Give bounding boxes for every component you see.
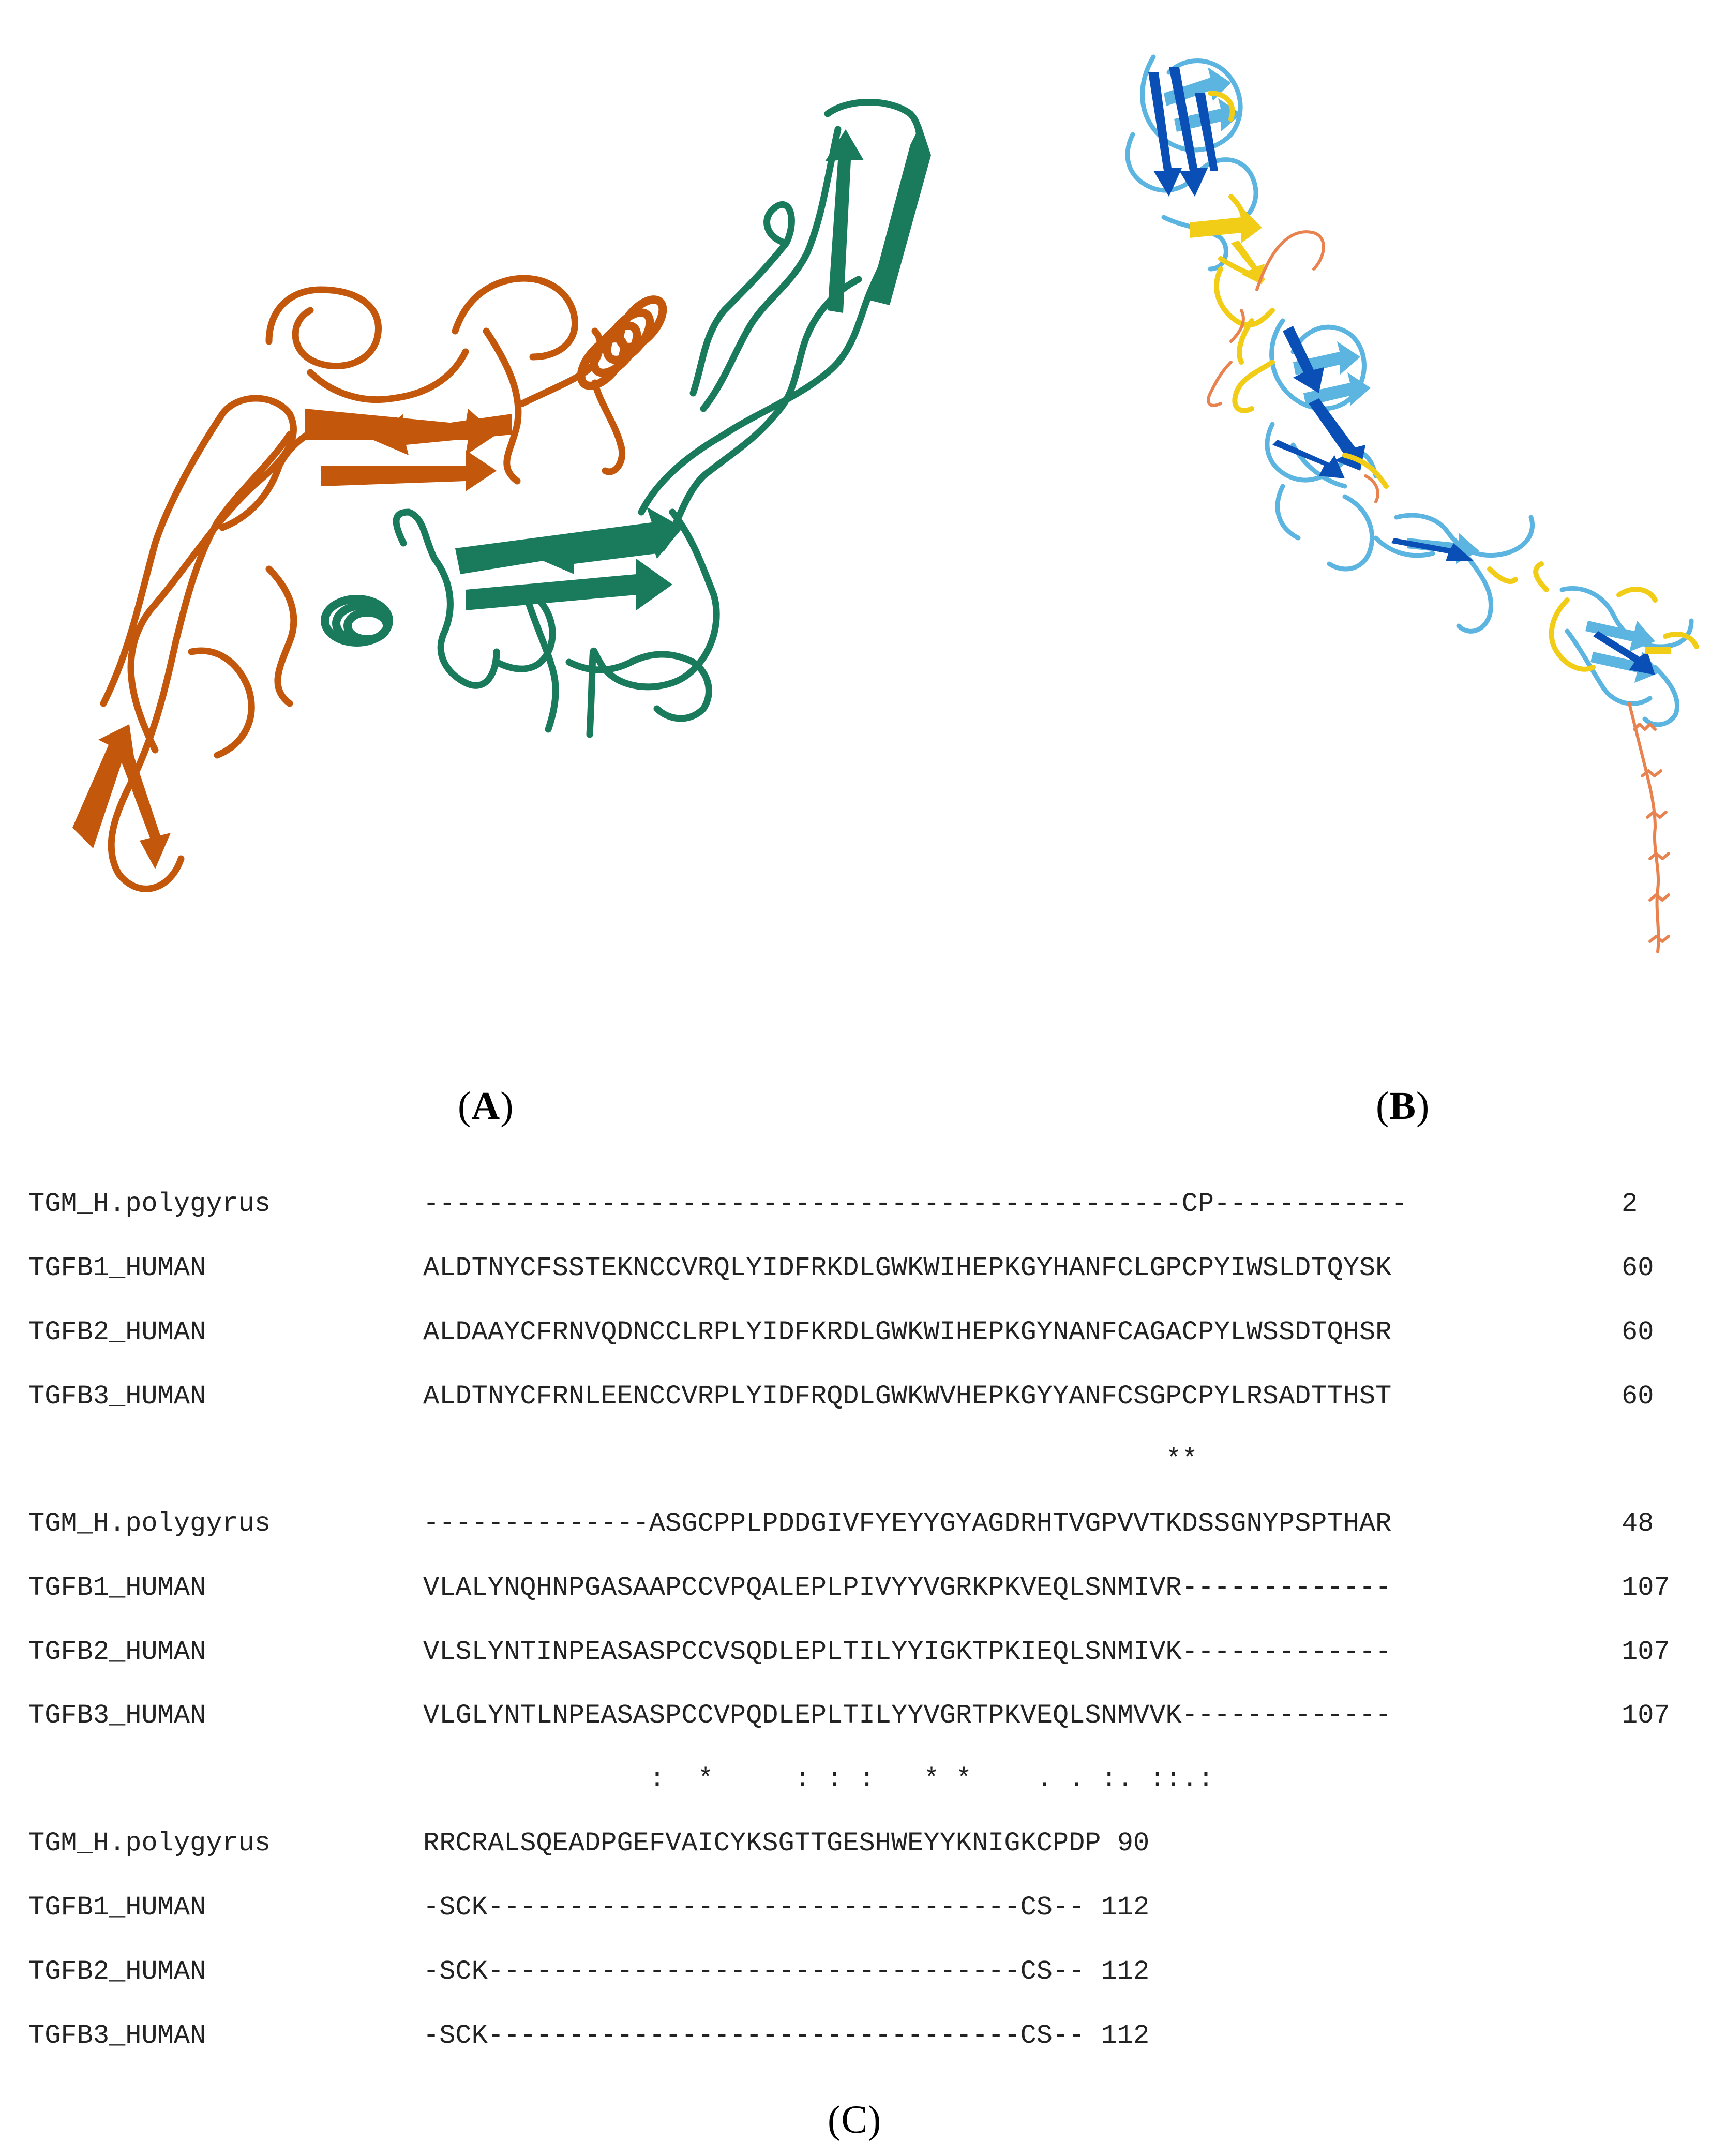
panel-label-a-letter: A xyxy=(471,1084,501,1128)
alignment-row-name: TGM_H.polygyrus xyxy=(28,1508,271,1539)
alignment-row-position: 60 xyxy=(1622,1381,1654,1412)
alignment-row-position: 48 xyxy=(1622,1508,1654,1539)
alignment-row-name: TGFB2_HUMAN xyxy=(28,1956,206,1987)
alignment-row-position: 2 xyxy=(1622,1189,1638,1219)
plddt-very-low-regions xyxy=(1207,230,1670,953)
alignment-row-sequence: ALDTNYCFSSTEKNCCVRQLYIDFRKDLGWKWIHEPKGYH… xyxy=(423,1253,1392,1283)
alignment-row-name: TGFB1_HUMAN xyxy=(28,1253,206,1283)
panel-label-a-open: ( xyxy=(458,1084,472,1128)
alignment-row-name: TGFB1_HUMAN xyxy=(28,1892,206,1923)
panel-label-a: (A) xyxy=(458,1084,514,1129)
alignment-row-sequence: VLSLYNTINPEASASPCCVSQDLEPLTILYYIGKTPKIEQ… xyxy=(423,1637,1392,1667)
alignment-row-sequence: VLALYNQHNPGASAAPCCVPQALEPLPIVYYVGRKPKVEQ… xyxy=(423,1573,1392,1603)
alignment-row-position: 60 xyxy=(1622,1253,1654,1283)
alignment-row-name: TGFB2_HUMAN xyxy=(28,1637,206,1667)
alignment-row-name: TGFB2_HUMAN xyxy=(28,1317,206,1348)
plddt-very-high-strands xyxy=(1148,67,1655,675)
orange-helix xyxy=(577,295,667,390)
panel-label-b-close: ) xyxy=(1416,1084,1430,1128)
chain-green xyxy=(393,99,924,738)
green-strands xyxy=(455,124,931,610)
panel-label-c-letter: C xyxy=(841,2098,868,2142)
panel-label-a-close: ) xyxy=(500,1084,514,1128)
alignment-row-sequence: -SCK---------------------------------CS-… xyxy=(423,1956,1150,1987)
alignment-row-sequence: RRCRALSQEADPGEFVAICYKSGTTGESHWEYYKNIGKCP… xyxy=(423,1828,1150,1859)
alignment-row-name: TGFB3_HUMAN xyxy=(28,1700,206,1731)
chain-orange xyxy=(100,275,626,892)
panel-label-c: (C) xyxy=(828,2098,881,2143)
alignment-row-sequence: VLGLYNTLNPEASASPCCVPQDLEPLTILYYVGRTPKVEQ… xyxy=(423,1700,1392,1731)
alignment-row-position: 60 xyxy=(1622,1317,1654,1348)
alignment-row-position: 107 xyxy=(1622,1637,1670,1667)
panel-label-b: (B) xyxy=(1376,1084,1430,1129)
orange-strands xyxy=(72,409,512,869)
alignment-row-name: TGM_H.polygyrus xyxy=(28,1828,271,1859)
panel-label-b-letter: B xyxy=(1389,1084,1417,1128)
panel-label-c-open: ( xyxy=(828,2098,842,2142)
alignment-row-sequence: --------------ASGCPPLPDDGIVFYEYYGYAGDRHT… xyxy=(423,1508,1392,1539)
alignment-row-position: 107 xyxy=(1622,1700,1670,1731)
alignment-row-sequence: -SCK---------------------------------CS-… xyxy=(423,2020,1150,2051)
alignment-row-sequence: ALDAAYCFRNVQDNCCLRPLYIDFKRDLGWKWIHEPKGYN… xyxy=(423,1317,1392,1348)
panel-label-b-open: ( xyxy=(1376,1084,1390,1128)
alignment-row-sequence: ----------------------------------------… xyxy=(423,1189,1408,1219)
alignment-row-name: TGFB1_HUMAN xyxy=(28,1573,206,1603)
alignment-row-sequence: ALDTNYCFRNLEENCCVRPLYIDFRQDLGWKWVHEPKGYY… xyxy=(423,1381,1392,1412)
alignment-row-sequence: -SCK---------------------------------CS-… xyxy=(423,1892,1150,1923)
alignment-row-name: TGFB3_HUMAN xyxy=(28,2020,206,2051)
green-helix xyxy=(321,595,393,647)
alignment-row-name: TGFB3_HUMAN xyxy=(28,1381,206,1412)
alignment-row-position: 107 xyxy=(1622,1573,1670,1603)
alignment-row-name: TGM_H.polygyrus xyxy=(28,1189,271,1219)
panel-label-c-close: ) xyxy=(868,2098,882,2142)
alignment-consensus: ** xyxy=(423,1444,1198,1475)
plddt-low-strands xyxy=(1190,207,1671,654)
alignment-consensus: : * : : : * * . . :. ::.: xyxy=(423,1764,1214,1794)
plddt-low-regions xyxy=(1208,91,1699,672)
